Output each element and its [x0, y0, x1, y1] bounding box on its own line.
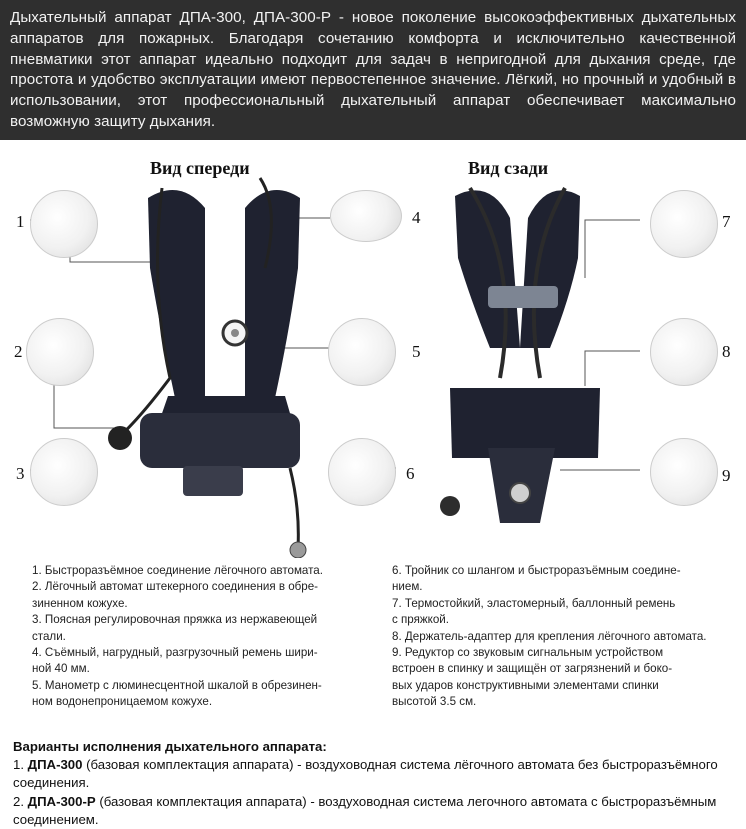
list-line: встроен в спинку и защищён от загрязнени… — [392, 662, 673, 676]
callout-7: 7 — [722, 212, 731, 231]
belt-buckle-thumbnail — [30, 438, 98, 506]
list-line: 5. Манометр с люминесцентной шкалой в об… — [32, 678, 322, 692]
callout-8: 8 — [722, 342, 731, 361]
list-line: высотой 3.5 см. — [392, 695, 477, 709]
variant-model: ДПА-300 — [27, 757, 83, 773]
callout-4: 4 — [412, 208, 421, 227]
back-view-title: Вид сзади — [468, 158, 549, 178]
variant-description: (базовая комплектация аппарата) - воздух… — [13, 793, 717, 827]
intro-banner: Дыхательный аппарат ДПА-300, ДПА-300-Р -… — [0, 0, 746, 140]
back-harness — [450, 190, 600, 523]
pressure-gauge-thumbnail — [328, 318, 396, 386]
front-harness — [140, 190, 300, 496]
list-line: 8. Держатель-адаптер для крепления лёгоч… — [392, 629, 707, 643]
demand-valve-thumbnail — [26, 318, 94, 386]
components-list-left: 1. Быстроразъёмное соединение лёгочного … — [32, 563, 352, 711]
list-line: стали. — [32, 629, 66, 643]
callout-9: 9 — [722, 466, 731, 485]
apparatus-figure: Вид спереди Вид сзади — [0, 148, 746, 558]
quick-coupling-thumbnail — [30, 190, 98, 258]
callout-3: 3 — [16, 464, 25, 483]
cylinder-strap-thumbnail — [650, 190, 718, 258]
variant-prefix: 2. — [13, 793, 28, 809]
variants-section: Варианты исполнения дыхательного аппарат… — [13, 738, 740, 829]
list-line: 1. Быстроразъёмное соединение лёгочного … — [32, 564, 323, 577]
list-line: 3. Поясная регулировочная пряжка из нерж… — [32, 613, 318, 627]
apparatus-illustration — [30, 177, 640, 558]
list-line: ном водонепроницаемом кожухе. — [32, 695, 213, 709]
callout-6: 6 — [406, 464, 415, 483]
variant-item-2: 2. ДПА-300-Р (базовая комплектация аппар… — [13, 793, 740, 829]
list-line: 6. Тройник со шлангом и быстроразъёмным … — [392, 564, 681, 577]
callout-1: 1 — [16, 212, 25, 231]
front-view-title: Вид спереди — [150, 158, 250, 178]
tee-hose-thumbnail — [328, 438, 396, 506]
intro-text: Дыхательный аппарат ДПА-300, ДПА-300-Р -… — [10, 9, 736, 130]
variant-prefix: 1. — [13, 757, 28, 773]
list-line: 9. Редуктор со звуковым сигнальным устро… — [392, 646, 664, 660]
variant-description: (базовая комплектация аппарата) - воздух… — [13, 757, 718, 791]
list-line: 7. Термостойкий, эластомерный, баллонный… — [392, 596, 676, 610]
chest-strap-thumbnail — [330, 190, 402, 242]
variant-model: ДПА-300-Р — [27, 793, 96, 809]
list-line: 4. Съёмный, нагрудный, разгрузочный реме… — [32, 646, 318, 660]
reducer-thumbnail — [650, 438, 718, 506]
list-line: нием. — [392, 580, 423, 594]
callout-5: 5 — [412, 342, 421, 361]
list-line: зиненном кожухе. — [32, 596, 128, 610]
list-line: вых ударов конструктивными элементами сп… — [392, 678, 659, 692]
callout-2: 2 — [14, 342, 23, 361]
list-line: ной 40 мм. — [32, 662, 90, 676]
list-line: с пряжкой. — [392, 613, 449, 627]
adapter-holder-thumbnail — [650, 318, 718, 386]
components-list-right: 6. Тройник со шлангом и быстроразъёмным … — [392, 563, 742, 711]
list-line: 2. Лёгочный автомат штекерного соединени… — [32, 580, 319, 594]
variant-item-1: 1. ДПА-300 (базовая комплектация аппарат… — [13, 756, 740, 792]
variants-heading: Варианты исполнения дыхательного аппарат… — [13, 739, 327, 754]
